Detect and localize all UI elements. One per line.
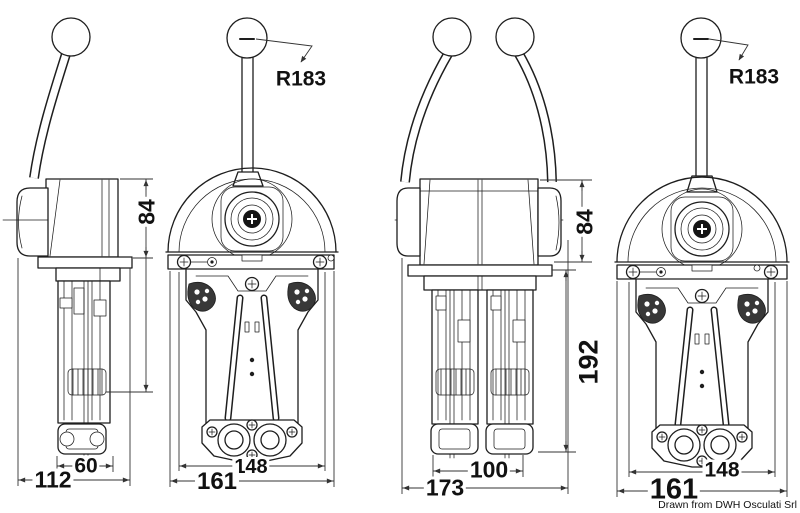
dim-body-width-twin: 148 [702,458,742,482]
radius-label-single: R183 [273,67,329,91]
single-lever-front-view [165,17,339,463]
source-caption: Drawn from DWH Osculati Srl [657,499,798,511]
mechanism-body [185,268,319,463]
pivot-boss [224,191,280,247]
pivot-boss [674,201,730,257]
knob-holder [16,187,49,257]
dim-height-single-side: 84 [133,197,160,227]
dim-below-panel-twin: 192 [573,337,604,387]
dim-total-width-single: 161 [194,468,240,495]
forward-lever-knob [432,17,472,57]
twin-lever-front-view [614,17,790,468]
dim-body-width-single: 148 [232,456,270,478]
bottom-bracket [430,423,479,455]
aft-knob-holder [537,187,562,257]
bottom-bracket [57,423,107,455]
dim-total-depth-twin: 173 [423,474,467,501]
lever-knob [51,17,91,57]
mounting-plate [167,254,335,270]
dome-housing [614,176,790,270]
mechanism-body [635,278,769,468]
twin-lever-side-view [394,17,564,459]
forward-lever-arm [400,51,453,183]
dim-total-depth-single: 112 [32,466,74,493]
forward-knob-holder [396,187,421,257]
dim-body-depth-single: 60 [72,454,100,478]
mounting-flange [37,256,133,269]
mounting-flange [407,264,553,277]
radius-label-twin: R183 [726,65,782,89]
dim-body-depth-twin: 100 [467,456,511,483]
control-housing [45,178,119,258]
aft-lever-knob [495,17,535,57]
mounting-plate [616,264,788,280]
control-housing [419,178,539,266]
under-panel-mechanism [430,289,534,459]
single-lever-side-view [2,17,133,457]
under-panel-mechanism [57,280,111,457]
bottom-bracket [485,423,534,455]
dim-height-twin-side: 84 [571,207,598,237]
